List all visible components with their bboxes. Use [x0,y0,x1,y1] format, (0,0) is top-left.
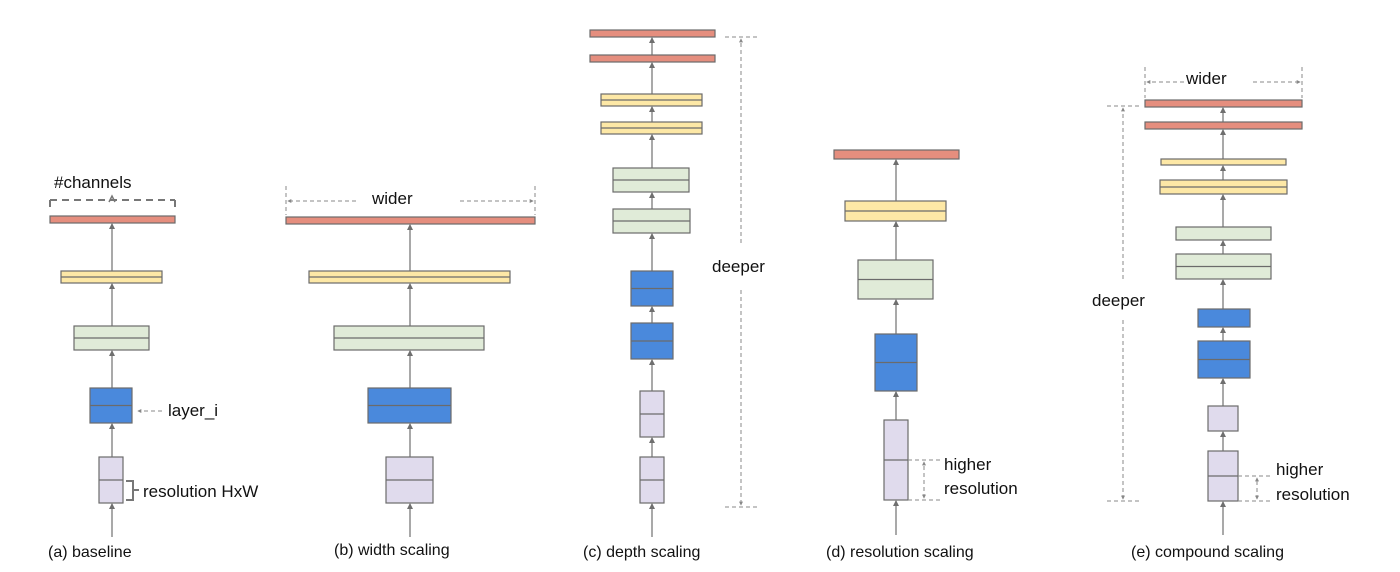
wider-label-b: wider [371,189,413,208]
caption-compound-scaling: (e) compound scaling [1131,544,1284,561]
resolution-label-d: resolution [944,479,1018,498]
caption-depth-scaling: (c) depth scaling [583,544,700,561]
layer-block-compound-green [1175,226,1272,241]
layer-block-compound-yellow [1160,158,1287,166]
resolution-bracket [126,480,139,501]
layer-block-compound-purple [1207,405,1239,432]
layer-block-compound-red [1144,99,1303,108]
layer-block-compound-blue [1197,308,1251,328]
flow-arrows [109,37,1226,537]
layer-block-depth-red [589,29,716,38]
captions: (a) baseline (b) width scaling (c) depth… [48,542,1284,561]
layer-block-resolution-red [833,149,960,160]
layer-block-baseline-red [49,215,176,224]
resolution-label-e: resolution [1276,485,1350,504]
deeper-label-c: deeper [712,257,765,276]
layer-i-label: layer_i [168,401,218,420]
caption-baseline: (a) baseline [48,544,132,561]
higher-label-e: higher [1276,460,1324,479]
layer-block-width-red [285,216,536,225]
caption-resolution-scaling: (d) resolution scaling [826,544,974,561]
channels-bracket-arrow-icon [108,194,116,203]
annotations: #channels layer_i resolution HxW wider d… [49,36,1350,508]
resolution-hxw-label: resolution HxW [143,482,258,501]
layer-blocks [49,29,1303,504]
caption-width-scaling: (b) width scaling [334,542,450,559]
deeper-label-e: deeper [1092,291,1145,310]
higher-label-d: higher [944,455,992,474]
wider-label-e: wider [1185,69,1227,88]
layer-block-depth-red [589,54,716,63]
layer-block-compound-red [1144,121,1303,130]
channels-label: #channels [54,173,132,192]
